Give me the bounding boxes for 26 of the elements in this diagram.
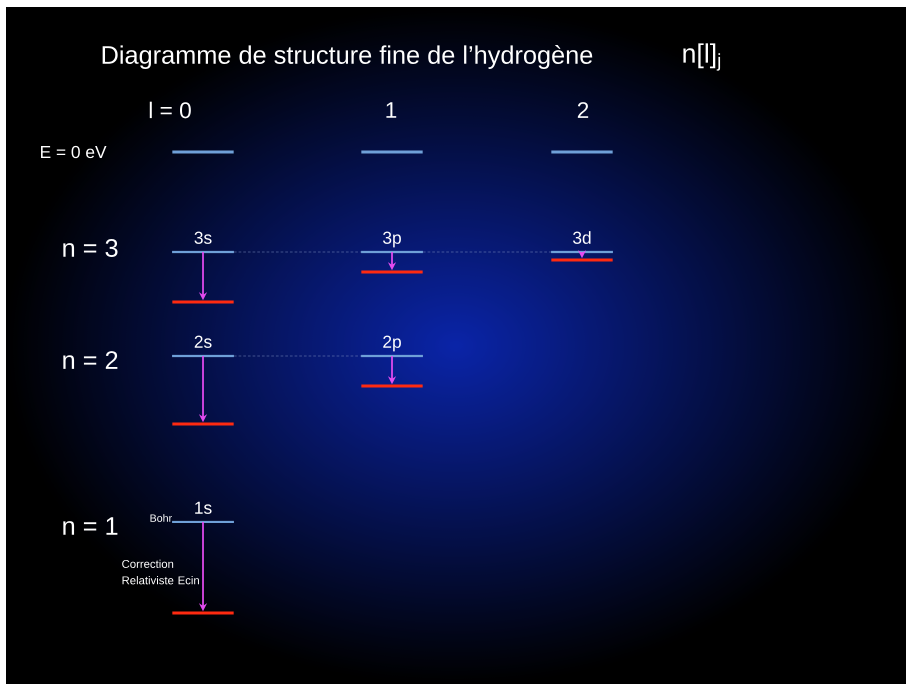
energy-level (551, 258, 613, 262)
label: n = 3 (63, 239, 118, 257)
label: 1 (386, 102, 396, 118)
energy-level (172, 300, 234, 304)
label: n = 1 (63, 517, 118, 535)
label: l = 0 (150, 102, 191, 118)
energy-level: 3s (172, 232, 234, 254)
energy-level (172, 150, 234, 154)
energy-level (361, 150, 423, 154)
energy-level (361, 270, 423, 274)
label: Bohr (150, 514, 172, 522)
title: Diagramme de structure fine de l’hydrogène (102, 45, 592, 69)
label: n = 2 (63, 351, 118, 369)
label: Correction Relativiste Ecin (122, 560, 199, 584)
label: n[l]$_{j}$ (683, 43, 720, 71)
energy-level (172, 612, 234, 614)
energy-level: 1s (172, 502, 234, 524)
energy-level: 3p (361, 232, 423, 254)
energy-level: 2s (172, 336, 234, 358)
energy-level: 3d (551, 231, 613, 254)
energy-level (551, 150, 613, 154)
energy-level: 2p (361, 336, 423, 358)
energy-level (172, 422, 234, 426)
energy-level (361, 384, 423, 388)
label: E = 0 eV (41, 146, 106, 158)
label: 2 (578, 102, 588, 118)
